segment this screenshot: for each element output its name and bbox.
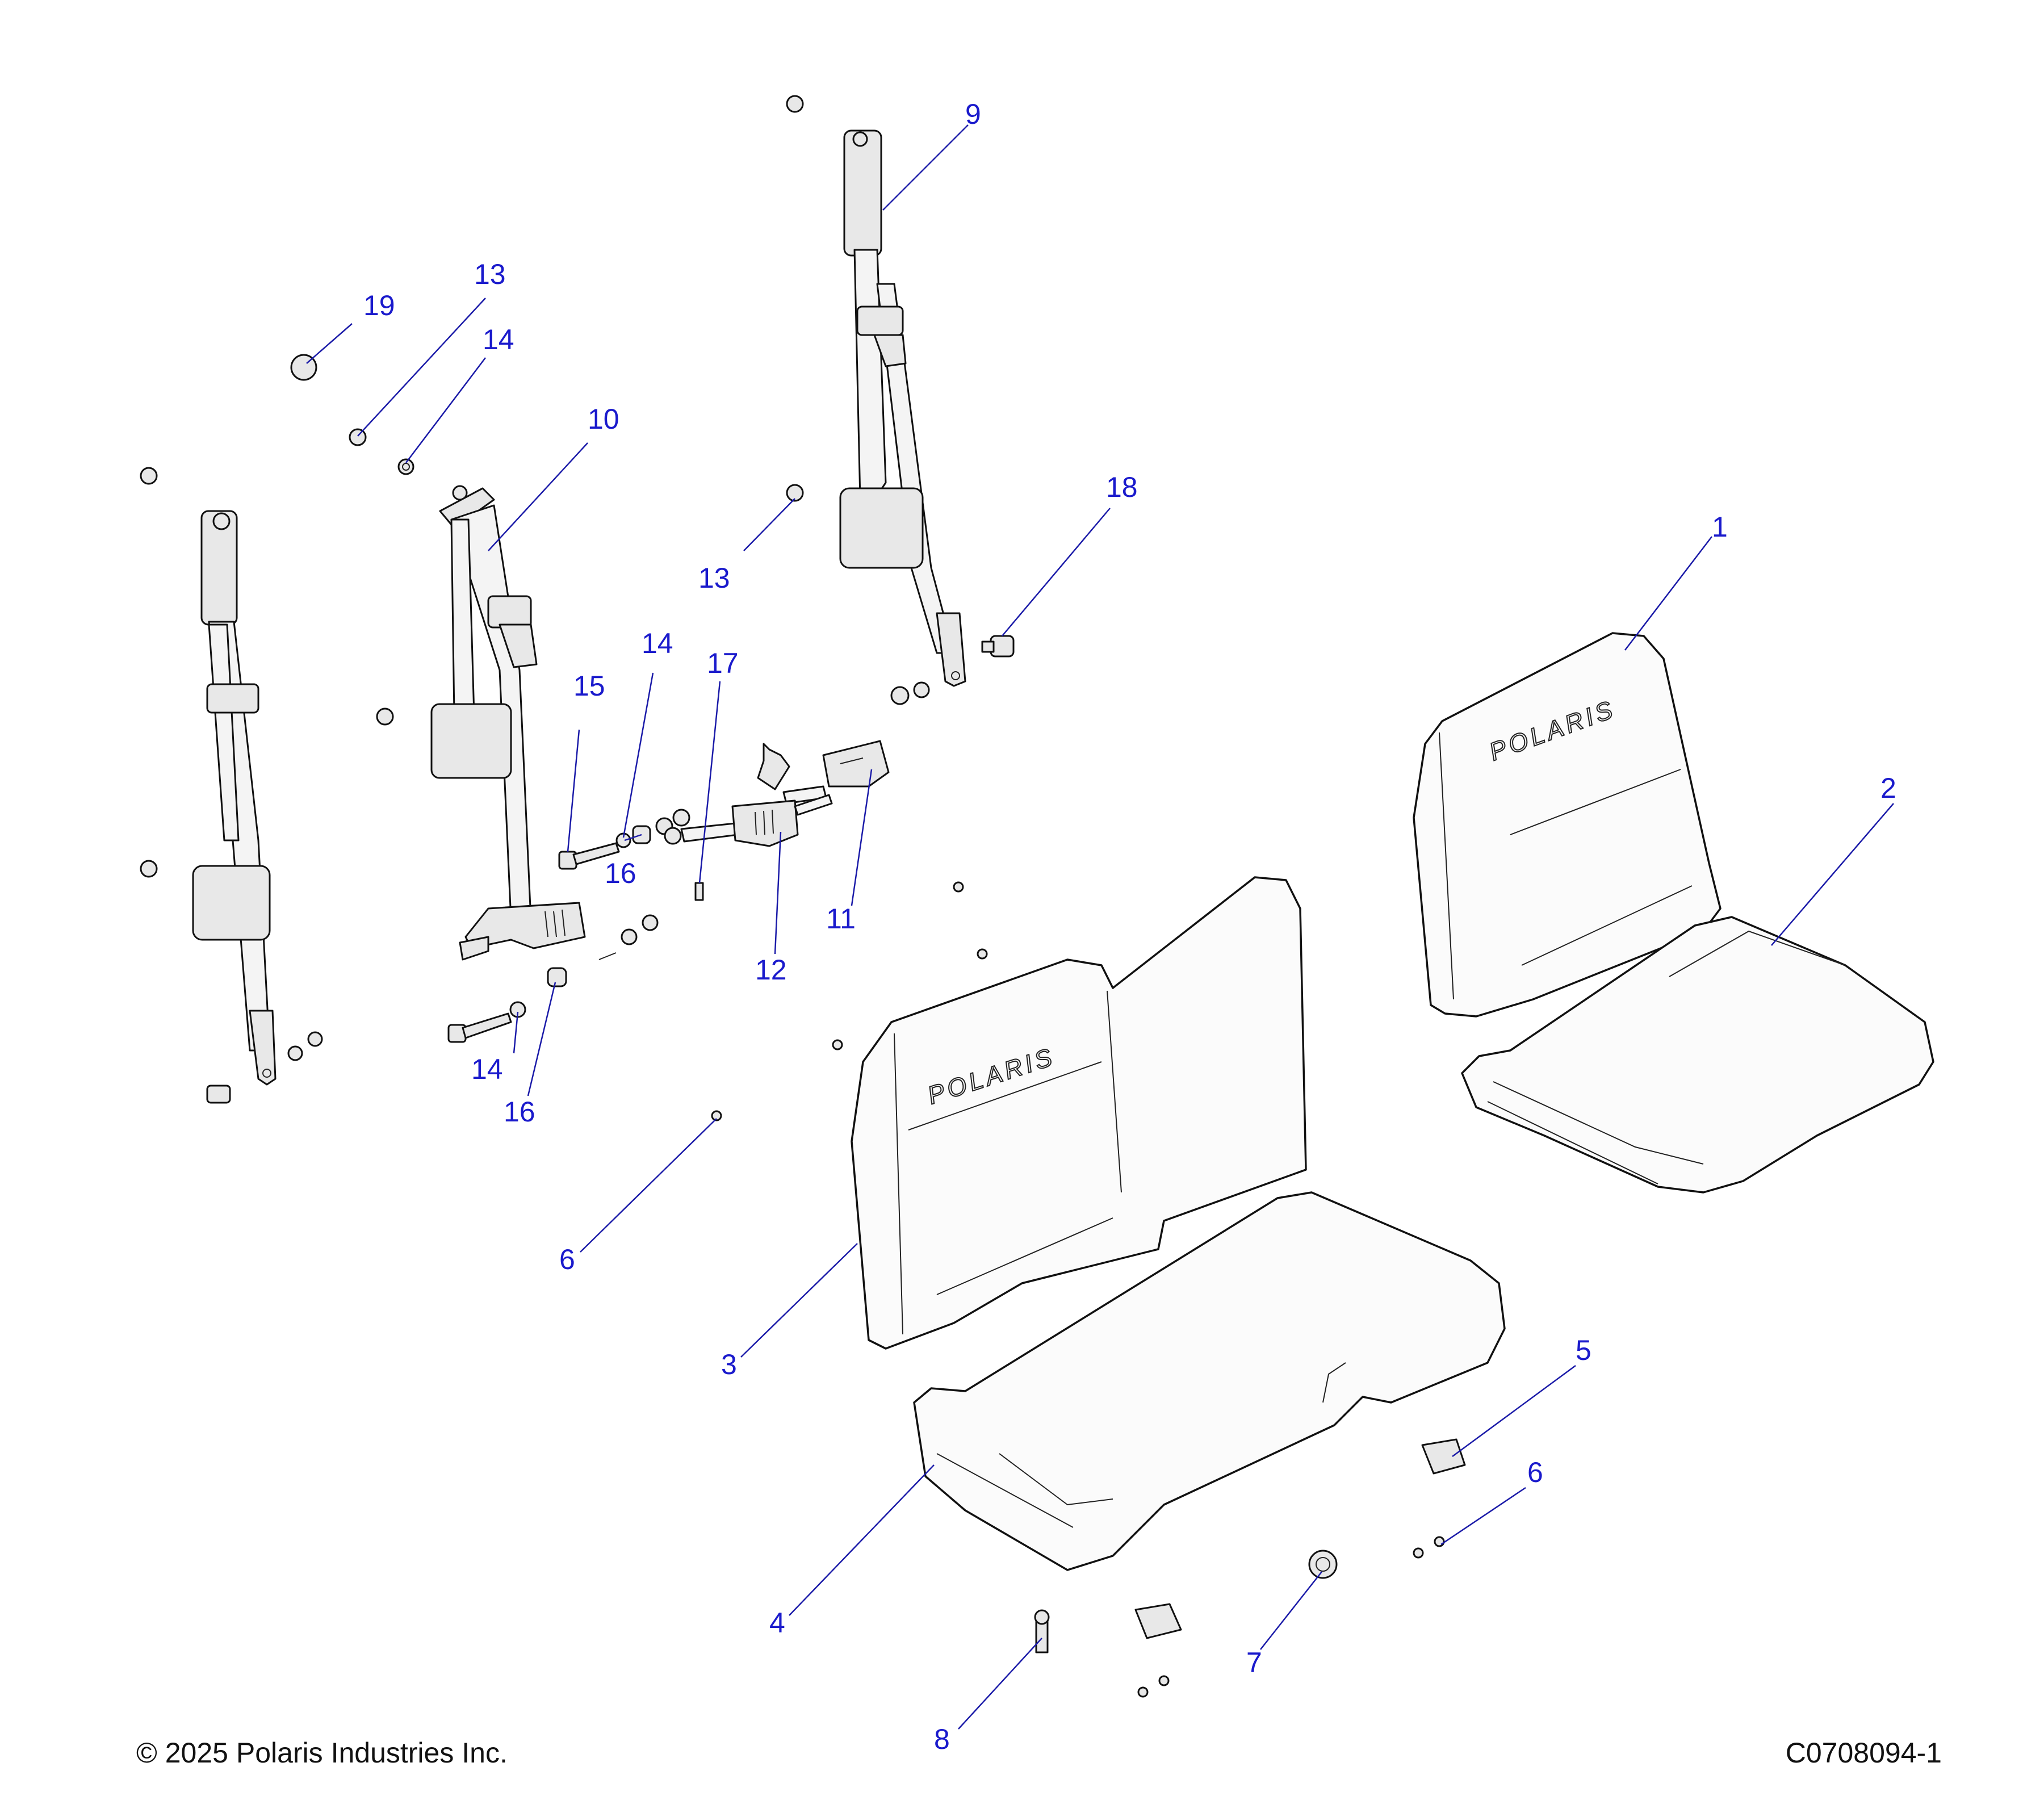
lower-anchor [249,1010,277,1086]
buckle [464,902,586,949]
buckle-cable-loop [757,743,790,790]
latch-plate [499,623,538,668]
single-seat-cushion [1461,916,1934,1194]
spacer [547,967,567,987]
seat-back-shell [1413,632,1722,1018]
drawing-number: C0708094-1 [1785,1737,1942,1769]
callout-1: 1 [1712,511,1728,543]
buckle-11 [822,740,890,788]
washer [397,458,414,475]
belt-guide [487,595,532,629]
callout-17: 17 [707,647,739,679]
seat-belt-left-outer [140,467,323,1104]
seat-belt-right [786,95,1015,705]
nut [890,686,910,705]
hardware-left-middle [290,354,704,1043]
retractor [192,865,271,941]
callout-13-right: 13 [698,562,730,594]
nut [376,707,394,726]
seat-back-shell [851,876,1307,1350]
nut [140,860,158,878]
nut [642,914,659,931]
callout-4: 4 [769,1607,785,1639]
buckle-assembly [664,740,890,847]
seat-belt-left-inner [376,485,586,961]
bolt-shank [572,842,620,865]
nut [140,467,158,485]
lower-anchor [936,612,966,687]
belt-guide [206,683,259,714]
retractor [839,487,924,569]
screw [1137,1686,1149,1698]
screw [832,1039,843,1050]
callout-14-bottom: 14 [471,1053,503,1085]
single-seat-back: POLARIS [1413,632,1722,1018]
callout-7: 7 [1246,1647,1262,1678]
callout-14-middle: 14 [642,627,673,659]
bench-seat-back: POLARIS [851,876,1307,1350]
nut [786,95,804,113]
bracket [1134,1603,1182,1639]
nut [349,428,367,446]
callout-10: 10 [588,403,619,435]
belt-anchor-plate [843,129,882,257]
buckle-12 [731,799,799,847]
bolt [206,1085,231,1104]
callout-11: 11 [826,903,856,935]
callout-6-right: 6 [1527,1456,1543,1488]
buckle-tongue [459,936,489,961]
bolt-shank [462,1012,512,1039]
screw [1434,1536,1445,1547]
callout-13-top: 13 [474,258,506,290]
callout-6-left: 6 [559,1244,575,1275]
screw-6 [711,1110,722,1121]
copyright-notice: © 2025 Polaris Industries Inc. [136,1737,508,1769]
buckle-cable [680,822,739,843]
screw [1158,1675,1170,1686]
leader-lines [306,124,1894,1730]
seat-cushion-shell [913,1191,1506,1571]
callout-18: 18 [1106,471,1138,503]
latch-plate [873,334,907,367]
callout-5: 5 [1576,1334,1591,1366]
belt-guide [856,305,904,336]
washer [621,928,638,945]
callout-3: 3 [721,1349,737,1380]
callout-numbers: 1 2 3 4 5 6 6 7 8 9 10 11 12 13 13 14 14… [363,98,1896,1755]
callout-14-top: 14 [483,324,514,355]
nut [786,484,804,502]
bench-seat-cushion [913,1191,1506,1571]
screw [1413,1547,1424,1559]
hardware-lower [711,881,1466,1698]
nut [672,809,690,827]
bushing-7 [1308,1550,1338,1579]
screw [977,948,988,960]
screw [694,882,704,901]
callout-12: 12 [755,954,787,986]
retractor [430,703,512,779]
callout-2: 2 [1880,772,1896,804]
callout-8: 8 [934,1723,950,1755]
callout-16-bottom: 16 [504,1096,535,1128]
seat-cushion-shell [1461,916,1934,1194]
screw [953,881,964,893]
callout-15: 15 [573,670,605,702]
belt-webbing-inner [208,623,240,841]
callout-9: 9 [965,98,981,130]
anchor-bolt [212,512,231,530]
callout-19: 19 [363,290,395,321]
callout-16-middle: 16 [605,857,636,889]
washer [913,681,930,698]
bracket-5 [1421,1438,1466,1475]
